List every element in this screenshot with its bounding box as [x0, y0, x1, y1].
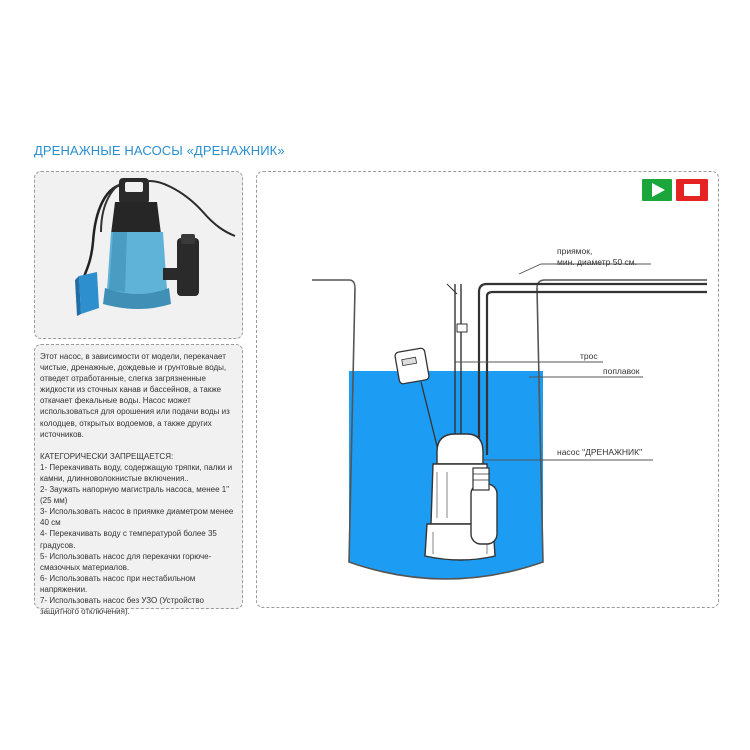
page-title: ДРЕНАЖНЫЕ НАСОСЫ «ДРЕНАЖНИК»	[34, 143, 285, 158]
pump-photo	[75, 178, 236, 316]
list-item: 1- Перекачивать воду, содержащую тряпки,…	[40, 462, 233, 483]
prohibited-list: 1- Перекачивать воду, содержащую тряпки,…	[40, 462, 240, 617]
list-item: 4- Перекачивать воду с температурой боле…	[40, 529, 217, 550]
pump	[424, 433, 498, 561]
play-icon	[652, 183, 665, 197]
list-item: 2- Заужать напорную магистраль насоса, м…	[40, 485, 230, 506]
stop-icon	[684, 184, 700, 196]
float-switch	[394, 347, 430, 385]
pit-diameter-label: мин. диаметр 50 см.	[557, 257, 637, 267]
description-text: Этот насос, в зависимости от модели, пер…	[40, 352, 230, 439]
play-button[interactable]	[642, 179, 672, 201]
rope-label: трос	[580, 351, 598, 361]
pump-label: насос "ДРЕНАЖНИК"	[557, 447, 642, 457]
list-item: 6- Использовать насос при нестабильном н…	[40, 573, 196, 594]
pit-wall	[348, 287, 544, 580]
stop-button[interactable]	[676, 179, 708, 201]
list-item: 7- Использовать насос без УЗО (Устройств…	[40, 595, 204, 617]
discharge-pipe	[477, 282, 707, 455]
float-label: поплавок	[603, 366, 640, 376]
installation-diagram-panel: приямок, мин. диаметр 50 см. трос поплав…	[256, 171, 719, 608]
installation-diagram: приямок, мин. диаметр 50 см. трос поплав…	[312, 179, 708, 580]
pit-label: приямок,	[557, 246, 592, 256]
product-photo-panel	[34, 171, 243, 339]
description-panel: Этот насос, в зависимости от модели, пер…	[34, 344, 243, 616]
list-item: 3- Использовать насос в приямке диаметро…	[40, 507, 234, 528]
list-item: 5- Использовать насос для перекачки горю…	[40, 551, 212, 572]
prohibited-heading: КАТЕГОРИЧЕСКИ ЗАПРЕЩАЕТСЯ:	[40, 451, 174, 461]
